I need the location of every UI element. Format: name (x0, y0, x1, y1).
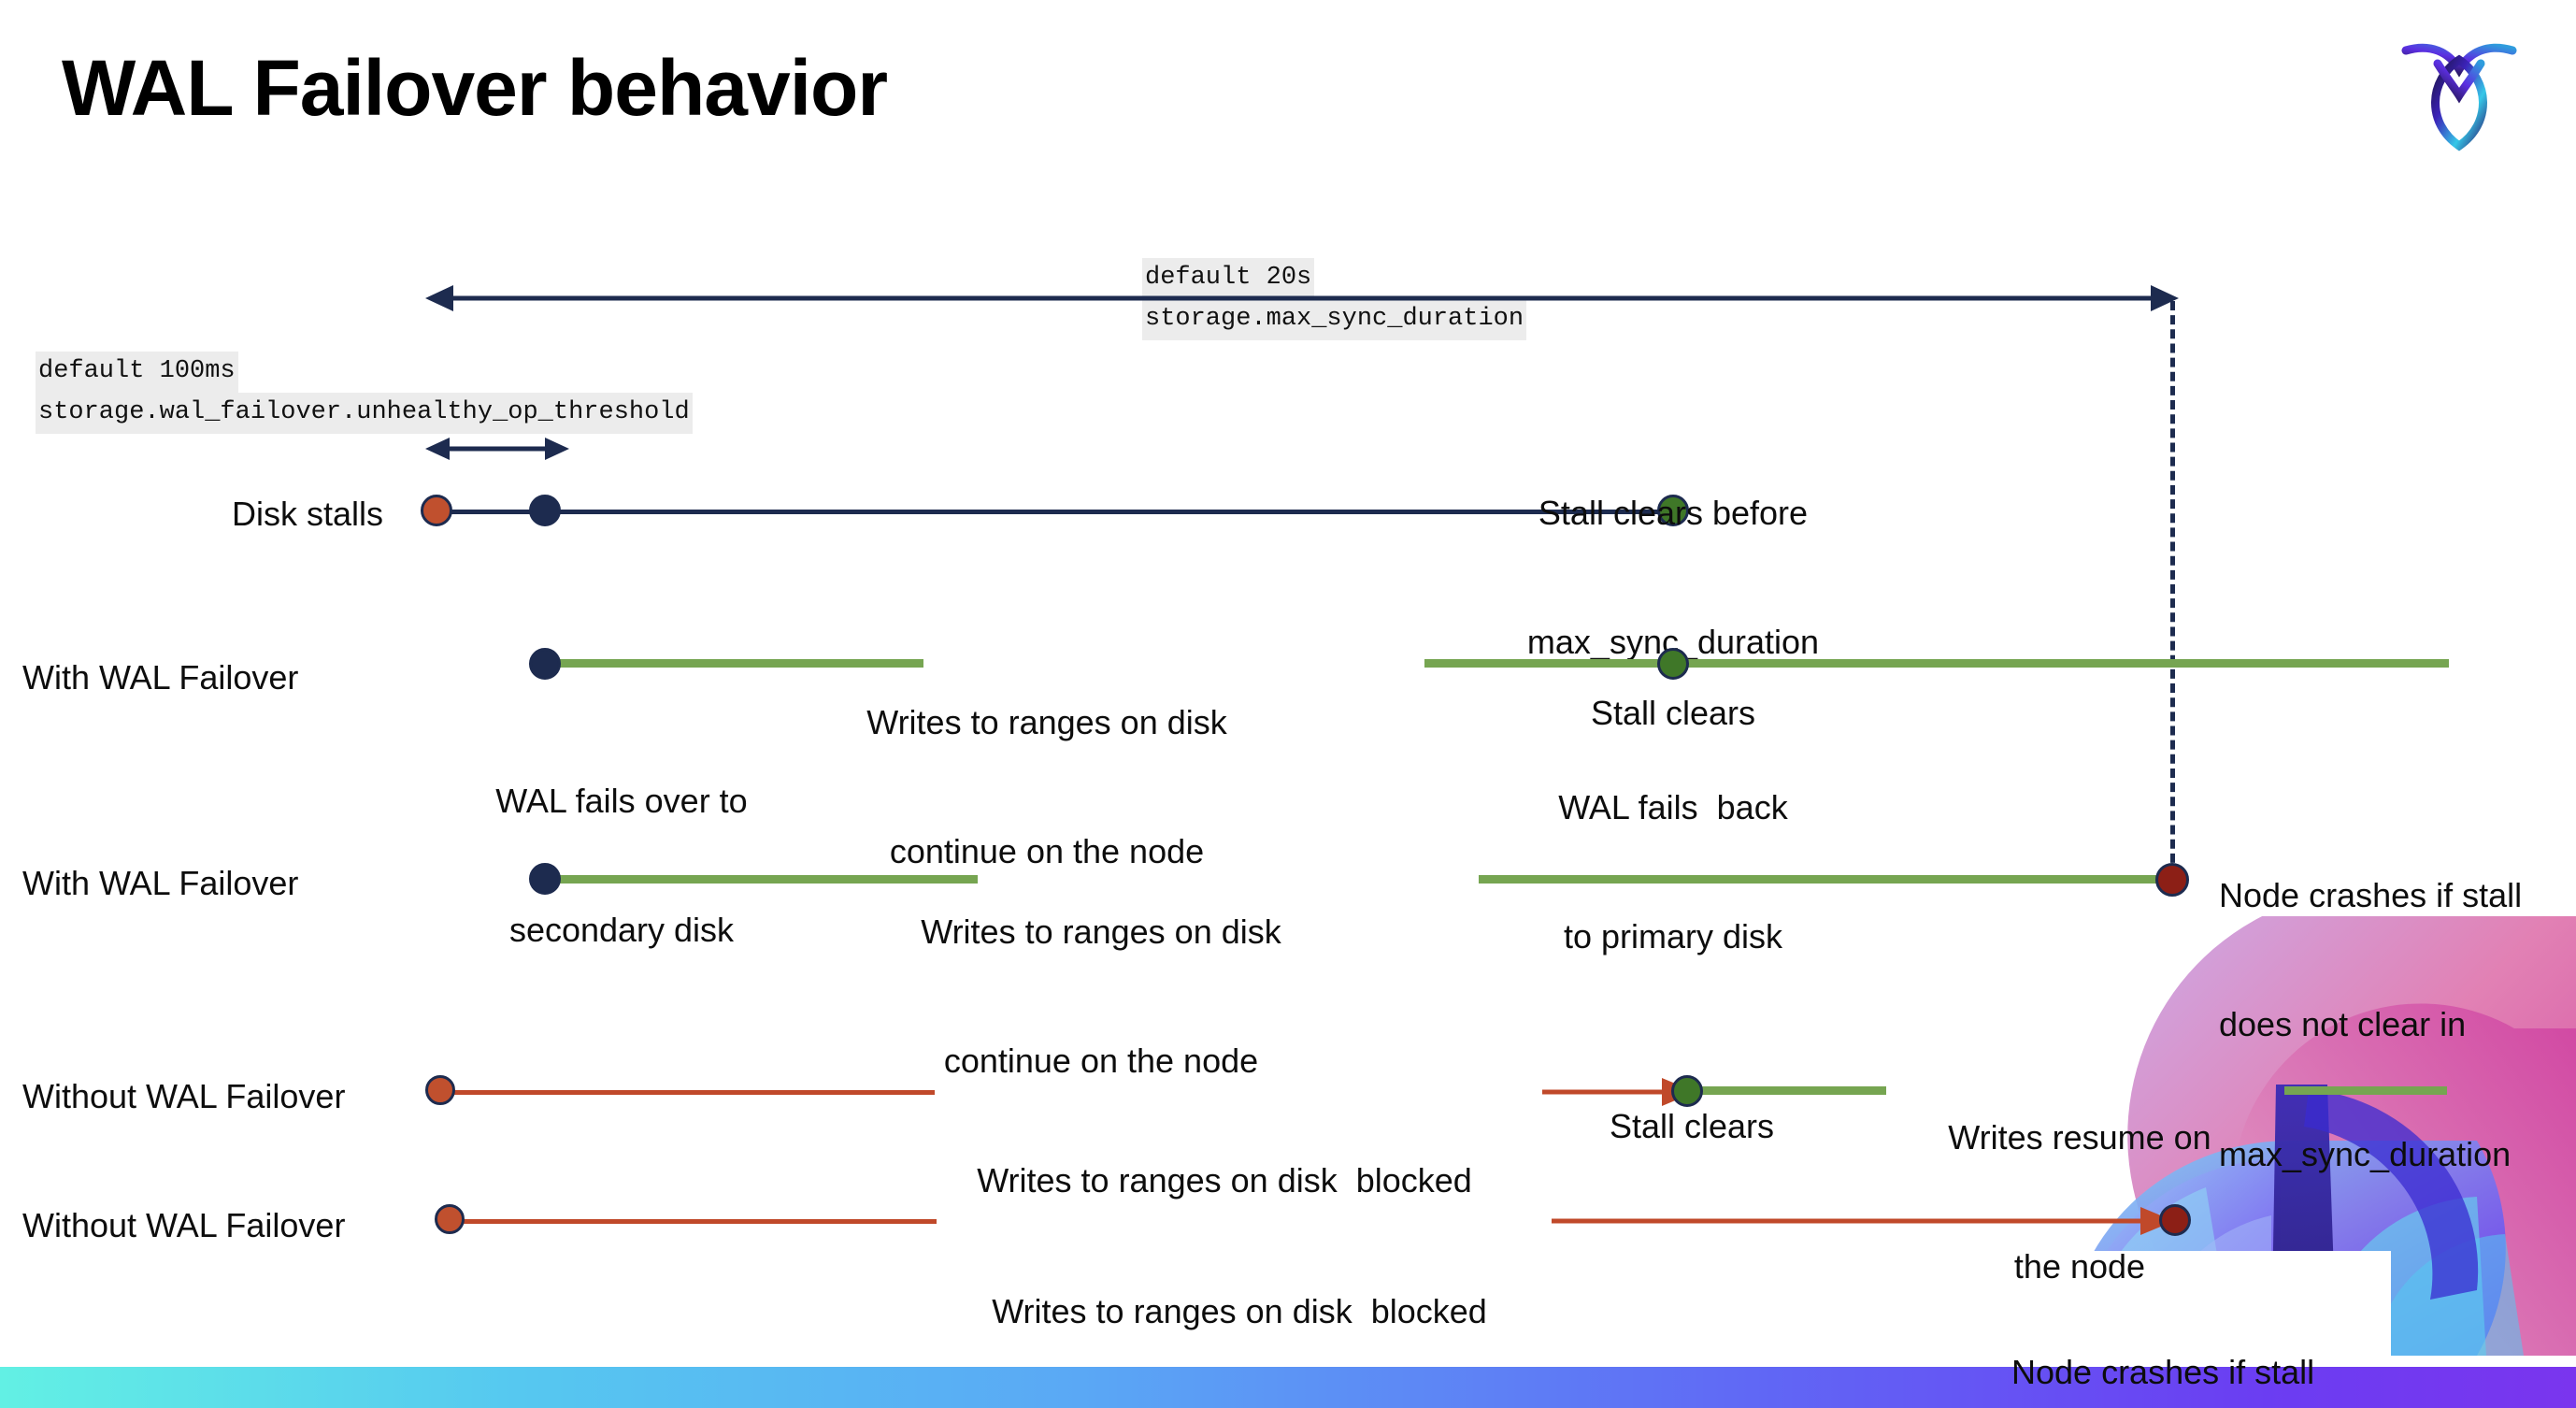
row-label-without-wal-failover-2: Without WAL Failover (22, 1206, 346, 1244)
note-wal-fails-over: WAL fails over to secondary disk (495, 782, 748, 950)
note-stall-clears-before: Stall clears before max_sync_duration (1526, 494, 1820, 662)
wal-failover-primary-segment (1424, 659, 2449, 668)
row-label-disk-stalls: Disk stalls (231, 495, 383, 533)
disk-stalls-start-dot (421, 495, 452, 526)
max-sync-duration-name: storage.max_sync_duration (1142, 298, 1527, 340)
row-label-without-wal-failover-1: Without WAL Failover (22, 1077, 346, 1115)
disk-stalls-failover-dot (529, 495, 561, 526)
note-writes-resume: Writes resume on the node (1948, 1118, 2211, 1286)
without-failover-crash-dot (2159, 1204, 2191, 1236)
unhealthy-op-threshold-annotation: default 100ms storage.wal_failover.unhea… (36, 352, 693, 434)
wal-failover-secondary-segment (542, 659, 923, 668)
max-sync-duration-annotation: default 20s storage.max_sync_duration (1142, 258, 1527, 340)
max-sync-duration-dropline (2170, 301, 2175, 877)
note-writes-blocked-2: Writes to ranges on disk blocked (992, 1292, 1487, 1331)
without-failover-crash-arrow (1552, 1207, 2174, 1235)
cockroachdb-logo (2389, 26, 2529, 157)
note-node-crashes-1: Node crashes if stall does not clear in … (2219, 876, 2523, 1173)
row-label-with-wal-failover-2: With WAL Failover (22, 864, 299, 902)
disk-stalls-clear-dot (1657, 495, 1689, 526)
note-writes-continue-2: Writes to ranges on disk continue on the… (921, 912, 1281, 1081)
note-writes-continue-1: Writes to ranges on disk continue on the… (866, 703, 1227, 871)
note-writes-blocked-1: Writes to ranges on disk blocked (977, 1161, 1472, 1200)
without-failover-start-dot-2 (435, 1204, 465, 1234)
unhealthy-op-threshold-span-arrow (425, 438, 569, 460)
unhealthy-op-threshold-default: default 100ms (36, 352, 238, 393)
without-failover-blocked-segment-b (447, 1219, 937, 1224)
row-label-with-wal-failover-1: With WAL Failover (22, 658, 299, 697)
wal-failover-crash-segment-b (1479, 875, 2178, 884)
max-sync-duration-span-arrow (425, 285, 2179, 311)
note-stall-clears-1: Stall clears (1590, 694, 1756, 733)
wal-failover-start-dot (529, 648, 561, 680)
without-failover-clear-dot (1671, 1075, 1703, 1107)
wal-failover-crash-segment-a (542, 875, 978, 884)
page-title: WAL Failover behavior (62, 44, 888, 132)
disk-stalls-timeline (437, 510, 1673, 514)
wal-failover-crash-start-dot (529, 863, 561, 895)
wal-failover-crash-dot (2155, 863, 2189, 897)
without-failover-resume-segment-a (1688, 1086, 1886, 1095)
unhealthy-op-threshold-name: storage.wal_failover.unhealthy_op_thresh… (36, 392, 693, 434)
wal-failover-clear-dot (1657, 648, 1689, 680)
note-node-crashes-2: Node crashes if stall does not clear in … (2011, 1353, 2315, 1392)
without-failover-blocked-segment-a (439, 1090, 935, 1095)
bottom-gradient-bar (0, 1367, 2576, 1408)
note-wal-fails-back: WAL fails back to primary disk (1558, 788, 1788, 956)
max-sync-duration-default: default 20s (1142, 258, 1315, 299)
note-stall-clears-2: Stall clears (1609, 1107, 1775, 1146)
without-failover-start-dot-1 (425, 1075, 455, 1105)
without-failover-resume-segment-b (2284, 1086, 2447, 1095)
